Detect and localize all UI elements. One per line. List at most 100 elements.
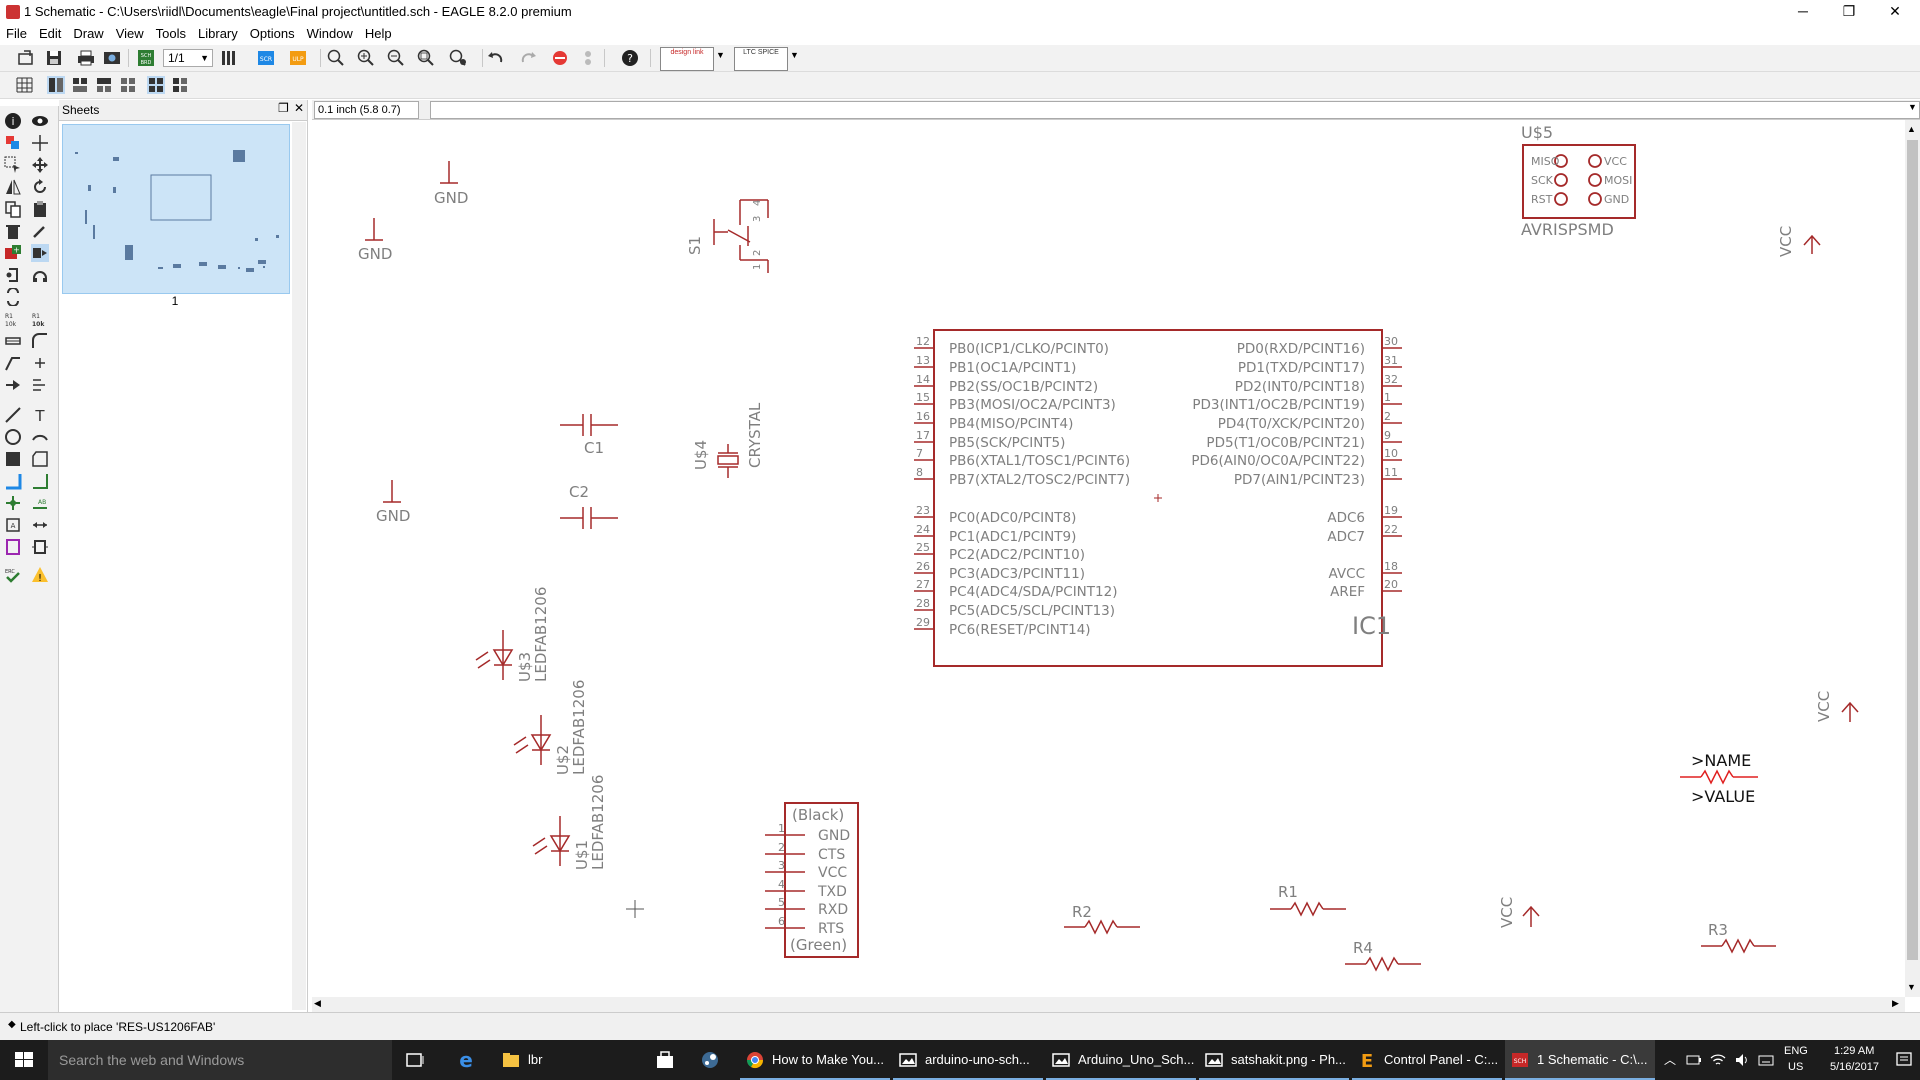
menu-help[interactable]: Help [364, 26, 392, 41]
task-chrome[interactable]: How to Make You... [740, 1040, 890, 1080]
notifications-icon[interactable] [1894, 1050, 1914, 1070]
help-icon[interactable]: ? [620, 48, 640, 68]
sheets-scrollbar[interactable] [292, 122, 306, 1010]
horizontal-scrollbar[interactable]: ◀ ▶ [312, 997, 1905, 1012]
add-part-icon[interactable]: + [4, 244, 22, 262]
frame-icon[interactable] [4, 538, 22, 556]
ltspice-button[interactable]: LTC SPICE [734, 47, 788, 71]
script-icon[interactable]: SCR [256, 48, 276, 68]
search-box[interactable]: Search the web and Windows [48, 1040, 392, 1080]
invoke-icon[interactable] [4, 266, 22, 284]
lang-indicator[interactable]: ENG [1784, 1045, 1808, 1057]
task-view-icon[interactable] [404, 1050, 426, 1070]
save-icon[interactable] [44, 48, 64, 68]
paste-icon[interactable] [31, 200, 49, 218]
region-indicator[interactable]: US [1788, 1061, 1804, 1073]
label-icon[interactable]: AB [31, 494, 49, 512]
layout-4-icon[interactable] [118, 75, 138, 95]
net-icon[interactable] [31, 472, 49, 490]
change-icon[interactable] [31, 222, 49, 240]
grid-icon[interactable] [14, 75, 34, 95]
windows-start-icon[interactable] [0, 1040, 48, 1080]
smash-icon[interactable] [4, 332, 22, 350]
junction-icon[interactable] [4, 494, 22, 512]
edge-icon[interactable]: e [455, 1049, 477, 1071]
arc-icon[interactable] [31, 428, 49, 446]
move-net-icon[interactable] [4, 376, 22, 394]
sheet-select[interactable]: 1/1▼ [163, 49, 213, 67]
rectangle-icon[interactable] [4, 450, 22, 468]
scroll-left-icon[interactable]: ◀ [314, 998, 321, 1008]
close-button[interactable]: ✕ [1889, 3, 1901, 19]
stop-icon[interactable] [550, 48, 570, 68]
designlink-button[interactable]: design link [660, 47, 714, 71]
steam-icon[interactable] [700, 1050, 720, 1070]
wifi-icon[interactable] [1710, 1052, 1726, 1068]
open-icon[interactable] [16, 48, 36, 68]
mark-icon[interactable] [31, 134, 49, 152]
battery-icon[interactable] [1686, 1052, 1702, 1068]
show-icon[interactable] [31, 112, 49, 130]
print-icon[interactable] [76, 48, 96, 68]
scroll-thumb[interactable] [1907, 140, 1918, 960]
zoom-fit-icon[interactable] [326, 48, 346, 68]
menu-library[interactable]: Library [198, 26, 238, 41]
task-photos-1[interactable]: arduino-uno-sch... [893, 1040, 1043, 1080]
menu-draw[interactable]: Draw [73, 26, 104, 41]
vertical-scrollbar[interactable]: ▲ ▼ [1905, 120, 1920, 997]
zoom-out-icon[interactable] [386, 48, 406, 68]
layout-2-icon[interactable] [70, 75, 90, 95]
erc-icon[interactable]: ERC [4, 566, 22, 584]
display-layers-icon[interactable] [4, 134, 22, 152]
align-icon[interactable] [31, 376, 49, 394]
dimension-icon[interactable] [31, 516, 49, 534]
layout-1-icon[interactable] [46, 75, 66, 95]
gate-swap-icon[interactable] [31, 266, 49, 284]
menu-view[interactable]: View [115, 26, 144, 41]
text-icon[interactable]: T [31, 406, 49, 424]
close-panel-icon[interactable]: ✕ [294, 101, 305, 115]
scroll-down-icon[interactable]: ▼ [1907, 982, 1916, 992]
attribute-icon[interactable]: A [4, 516, 22, 534]
clock[interactable]: 1:29 AM 5/16/2017 [1830, 1040, 1890, 1080]
scroll-right-icon[interactable]: ▶ [1892, 998, 1899, 1008]
replace-icon[interactable] [31, 244, 49, 262]
menu-file[interactable]: File [6, 26, 27, 41]
scroll-up-icon[interactable]: ▲ [1907, 124, 1916, 134]
miter-icon[interactable] [31, 332, 49, 350]
volume-icon[interactable] [1734, 1052, 1750, 1068]
go-icon[interactable] [578, 48, 598, 68]
delete-icon[interactable] [4, 222, 22, 240]
module-icon[interactable] [31, 538, 49, 556]
menu-edit[interactable]: Edit [38, 26, 62, 41]
errors-warning-icon[interactable]: ! [31, 566, 49, 584]
zoom-last-icon[interactable] [448, 48, 468, 68]
float-panel-icon[interactable]: ❐ [278, 101, 289, 115]
chevron-down-icon[interactable]: ▼ [790, 50, 799, 60]
zoom-in-icon[interactable] [356, 48, 376, 68]
menu-window[interactable]: Window [306, 26, 353, 41]
menu-tools[interactable]: Tools [155, 26, 187, 41]
task-photos-2[interactable]: Arduino_Uno_Sch... [1046, 1040, 1196, 1080]
chevron-down-icon[interactable]: ▼ [1908, 102, 1917, 112]
circle-icon[interactable] [4, 428, 22, 446]
line-icon[interactable] [4, 406, 22, 424]
optimize-icon[interactable] [31, 354, 49, 372]
layout-3-icon[interactable] [94, 75, 114, 95]
ulp-icon[interactable]: ULP [288, 48, 308, 68]
rotate-icon[interactable] [31, 178, 49, 196]
undo-icon[interactable] [486, 48, 506, 68]
keyboard-icon[interactable] [1758, 1052, 1774, 1068]
zoom-select-icon[interactable] [416, 48, 436, 68]
redo-icon[interactable] [518, 48, 538, 68]
store-icon[interactable] [655, 1050, 675, 1070]
cam-processor-icon[interactable] [102, 48, 122, 68]
pinswap-icon[interactable] [4, 288, 22, 306]
use-library-icon[interactable] [219, 48, 239, 68]
